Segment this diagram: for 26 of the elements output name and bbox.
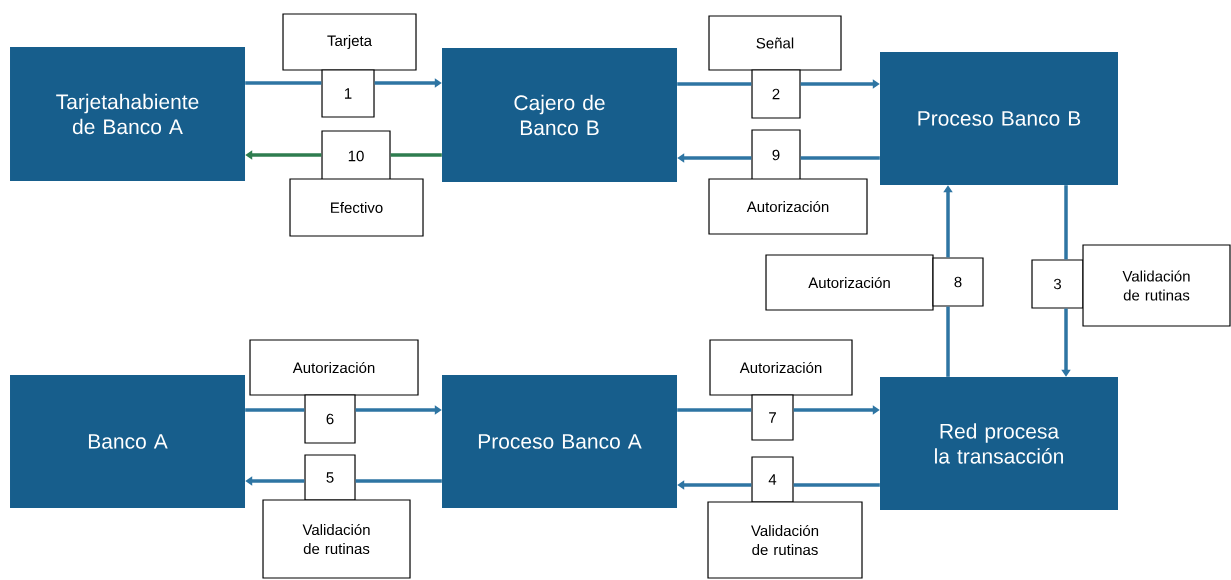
step-number-box: 3 [1031, 259, 1084, 309]
process-box: Banco A [10, 375, 245, 508]
step-number-box: 6 [304, 394, 356, 444]
step-number-box: 1 [321, 69, 375, 118]
process-box: Tarjetahabiente de Banco A [10, 47, 245, 181]
connector-line [355, 479, 442, 483]
connector-line [390, 153, 442, 157]
step-number-box: 5 [304, 454, 356, 501]
step-number-box: 8 [932, 257, 984, 307]
connector-line [677, 82, 752, 86]
process-box: Proceso Banco B [880, 52, 1118, 185]
step-number-box: 10 [321, 130, 391, 182]
process-box: Proceso Banco A [442, 375, 677, 508]
process-box: Cajero de Banco B [442, 48, 677, 182]
step-number-box: 7 [751, 394, 794, 441]
process-box: Red procesa la transacción [880, 377, 1118, 510]
connector-line [245, 81, 322, 85]
connector-line [245, 408, 305, 412]
step-number-box: 2 [751, 69, 801, 119]
connector-line [800, 156, 880, 160]
step-number-box: 4 [751, 456, 794, 503]
connector-line [1064, 185, 1068, 260]
connector-line [793, 483, 880, 487]
step-number-box: 9 [751, 129, 801, 181]
connector-line [677, 408, 752, 412]
connector-line [946, 306, 950, 377]
